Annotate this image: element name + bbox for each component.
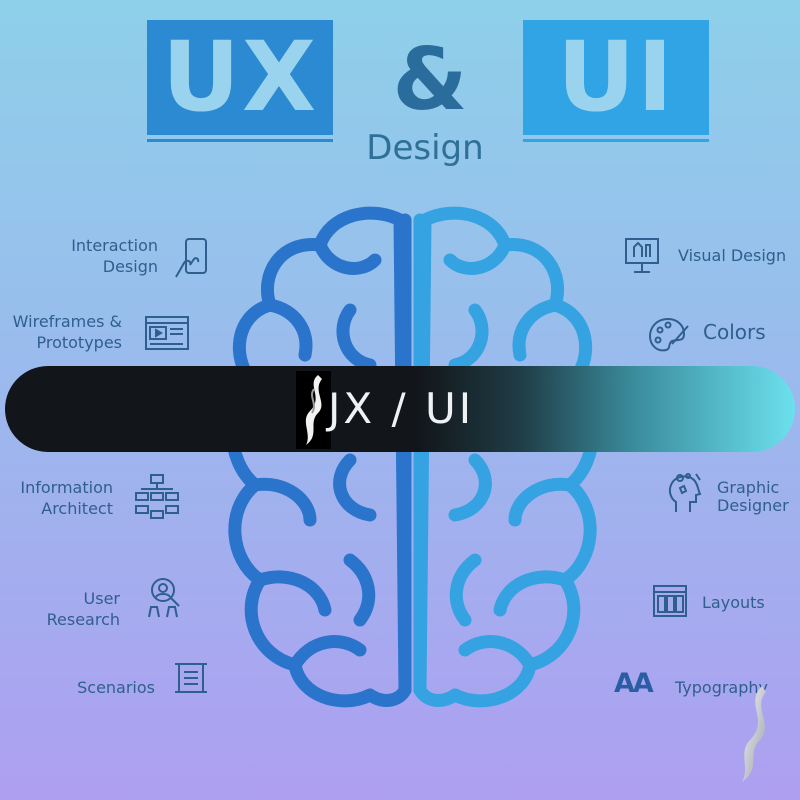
typography-icon: AA [614,668,654,699]
label-information-architect: Information Architect [20,478,113,518]
ui-underline [523,139,709,142]
brain-left-hemisphere [226,206,412,708]
ui-title: UI [557,21,675,133]
label-scenarios: Scenarios [77,678,155,697]
monitor-icon [625,238,659,273]
brain-right-hemisphere [413,206,599,708]
brain-illustration [226,206,599,708]
label-interaction-design: Interaction Design [71,236,158,276]
smoke-logo-icon [305,375,322,445]
ux-title-box: UX [147,20,333,135]
label-typography: Typography [675,678,768,697]
smoke-logo [296,371,331,449]
design-subtitle: Design [366,128,484,168]
label-user-research: User Research [46,589,120,629]
smoke-watermark-icon [742,686,766,782]
title-banner [5,366,795,452]
sitemap-icon [135,474,179,519]
layout-icon [653,585,687,617]
label-wireframes-prototypes: Wireframes & Prototypes [12,312,122,352]
wireframe-icon [145,316,189,350]
label-colors: Colors [703,320,766,344]
label-visual-design: Visual Design [678,246,787,265]
touch-phone-icon [175,238,207,278]
palette-icon [648,317,689,352]
user-research-icon [148,578,180,618]
label-graphic-designer: Graphic Designer [717,478,789,515]
creative-head-icon [668,473,702,512]
ui-title-box: UI [523,20,709,135]
ampersand: & [392,30,468,130]
scroll-icon [175,663,207,693]
ux-title: UX [162,21,318,133]
label-layouts: Layouts [702,593,765,612]
banner-title: JX / UI [328,384,475,433]
ux-underline [147,139,333,142]
